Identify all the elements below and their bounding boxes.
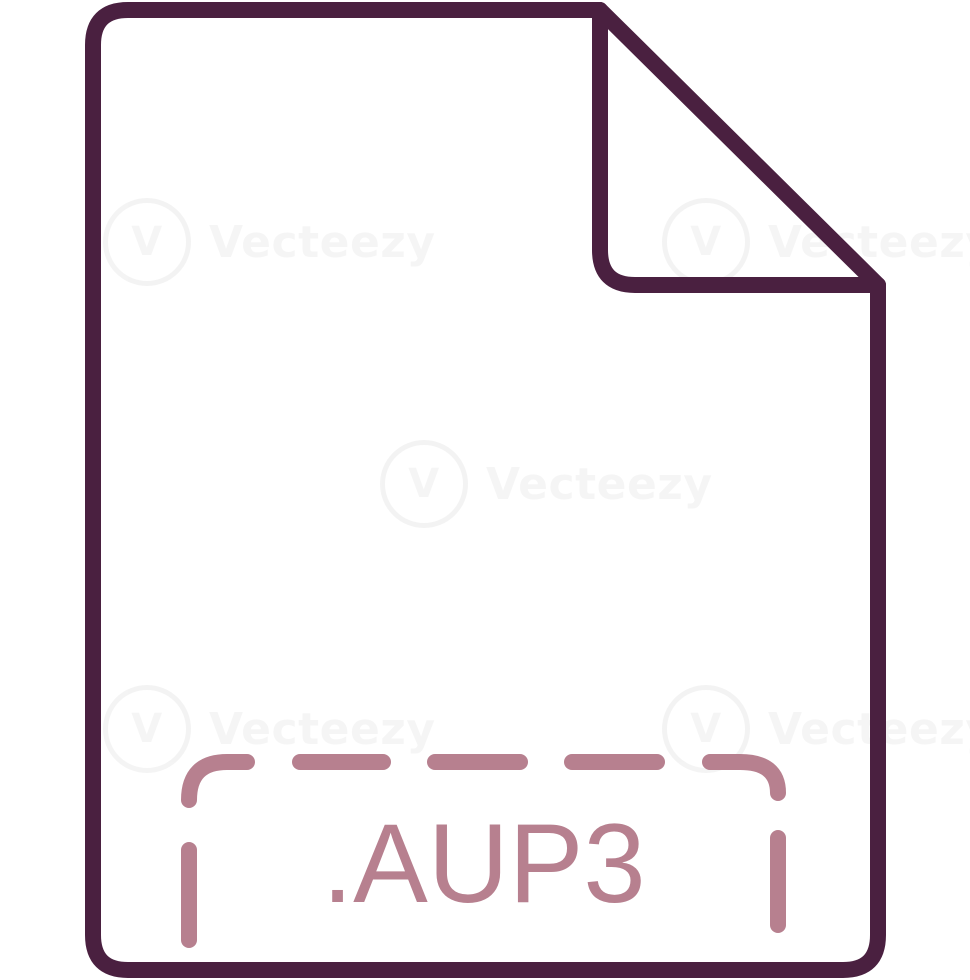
frame-corner-left — [181, 754, 255, 808]
file-outline-icon — [85, 2, 886, 978]
frame-corner-right — [702, 754, 786, 801]
file-extension-label: .AUP3 — [322, 801, 646, 926]
folded-corner-icon — [592, 2, 886, 293]
dashed-label-frame-icon — [181, 754, 786, 948]
